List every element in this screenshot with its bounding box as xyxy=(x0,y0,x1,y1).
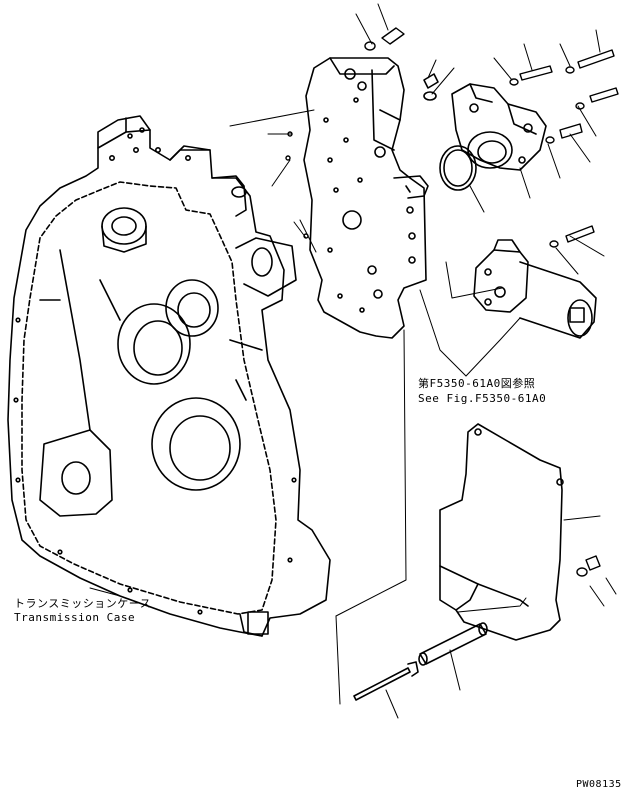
hardware xyxy=(285,27,619,577)
pump-assembly xyxy=(423,73,547,191)
reference-label-jp: 第F5350-61A0図参照 xyxy=(418,377,536,390)
stud-bolt xyxy=(353,661,419,701)
pipe xyxy=(418,622,488,666)
reference-label-en: See Fig.F5350-61A0 xyxy=(418,392,547,405)
valve-plate xyxy=(303,57,429,339)
transmission-case xyxy=(7,115,331,637)
case-label-jp: トランスミッションケース xyxy=(14,597,152,610)
leader-lines xyxy=(89,3,617,719)
case-label-en: Transmission Case xyxy=(14,611,136,624)
solenoid-valve xyxy=(473,239,597,339)
cover xyxy=(439,423,564,641)
figure-code: PW08135 xyxy=(576,779,622,790)
